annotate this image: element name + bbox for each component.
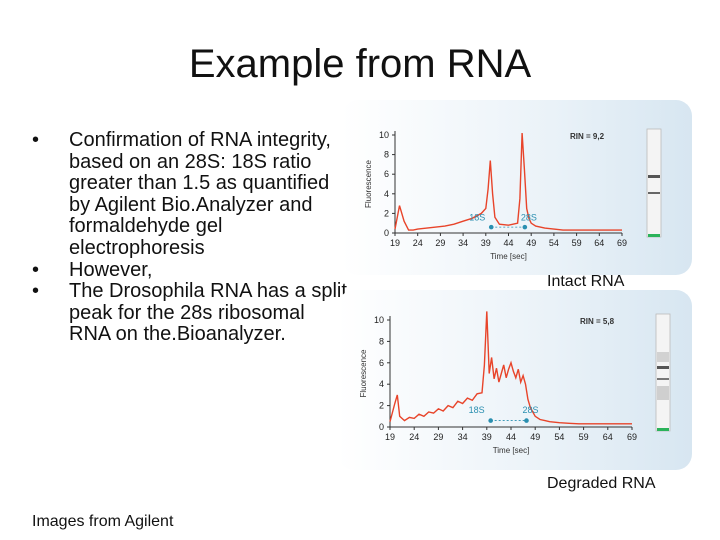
y-tick-label: 8 [384,150,389,160]
y-axis-label: Fluorescence [364,159,373,208]
bullet-icon: • [32,129,40,151]
x-tick-label: 24 [413,238,423,248]
gel-lane [646,128,662,238]
x-tick-label: 29 [435,238,445,248]
bullet-item: • Confirmation of RNA integrity, based on… [30,129,350,260]
bullet-item: • However, [30,258,350,282]
y-tick-label: 0 [384,228,389,238]
x-tick-label: 49 [526,238,536,248]
y-tick-label: 6 [379,358,384,368]
x-tick-label: 59 [572,238,582,248]
fluorescence-trace [394,132,622,231]
x-tick-label: 69 [617,238,627,248]
peak-label: 18S [469,405,485,415]
x-tick-label: 69 [627,432,637,442]
bullet-text: Confirmation of RNA integrity, based on … [69,129,331,259]
peak-label: 28S [521,212,537,222]
x-axis-label: Time [sec] [490,252,527,261]
bullet-text: However, [69,258,153,281]
gel-marker-band [657,428,669,431]
gel-band [657,386,669,400]
x-tick-label: 19 [385,432,395,442]
bullet-list: • Confirmation of RNA integrity, based on… [30,129,350,346]
gel-band [648,175,660,178]
x-tick-label: 64 [603,432,613,442]
fluorescence-trace [389,311,632,425]
x-tick-label: 44 [503,238,513,248]
x-axis-label: Time [sec] [493,446,530,455]
y-tick-label: 10 [374,315,384,325]
rin-label: RIN = 9,2 [570,132,605,141]
bullet-item: • The Drosophila RNA has a split peak for… [30,280,350,346]
x-tick-label: 54 [554,432,564,442]
bullet-icon: • [32,258,40,281]
bullet-text: The Drosophila RNA has a split peak for … [69,280,347,346]
x-tick-label: 34 [458,432,468,442]
gel-band [657,352,669,362]
gel-marker-band [648,234,660,237]
x-tick-label: 39 [481,238,491,248]
image-source-note: Images from Agilent [32,513,174,530]
y-tick-label: 4 [379,379,384,389]
chart-caption-intact: Intact RNA [547,273,625,290]
x-tick-label: 29 [433,432,443,442]
y-tick-label: 0 [379,422,384,432]
peak-label: 18S [469,212,485,222]
gel-band [657,378,669,380]
chart-caption-degraded: Degraded RNA [547,475,656,492]
peak-marker [488,224,494,230]
y-tick-label: 2 [379,401,384,411]
gel-band [657,366,669,369]
y-tick-label: 2 [384,208,389,218]
y-axis-label: Fluorescence [359,349,368,398]
gel-band [648,192,660,194]
x-tick-label: 24 [409,432,419,442]
x-tick-label: 34 [458,238,468,248]
x-tick-label: 59 [579,432,589,442]
x-tick-label: 39 [482,432,492,442]
y-tick-label: 6 [384,169,389,179]
x-tick-label: 19 [390,238,400,248]
x-tick-label: 64 [594,238,604,248]
y-tick-label: 10 [379,130,389,140]
x-tick-label: 44 [506,432,516,442]
peak-label: 28S [522,405,538,415]
x-tick-label: 49 [530,432,540,442]
gel-lane [655,313,671,432]
y-tick-label: 4 [384,189,389,199]
bullet-icon: • [32,280,40,303]
x-tick-label: 54 [549,238,559,248]
rin-label: RIN = 5,8 [580,317,615,326]
y-tick-label: 8 [379,336,384,346]
peak-marker [524,418,529,423]
slide-title: Example from RNA [188,42,532,86]
